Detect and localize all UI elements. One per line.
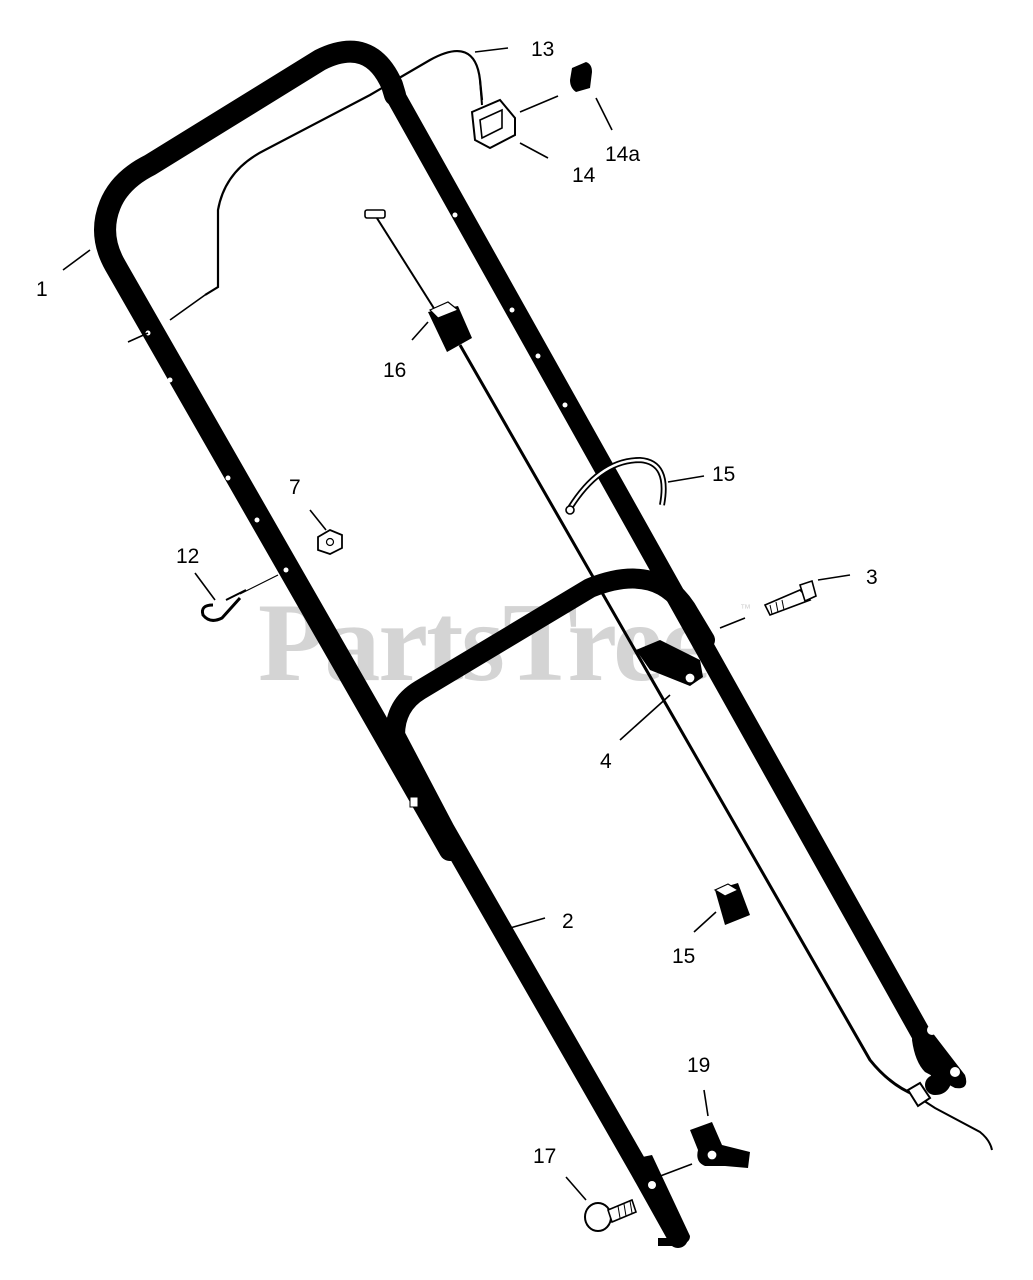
part-14a-pad — [570, 62, 592, 92]
watermark-trademark: ™ — [740, 603, 751, 615]
upper-handle — [94, 40, 967, 1095]
part-12-eye-bolt — [201, 574, 279, 622]
callout-17: 17 — [533, 1145, 556, 1168]
callout-15-upper: 15 — [712, 463, 735, 486]
part-13-cable-end — [479, 79, 483, 106]
part-3-bolt — [763, 579, 817, 617]
part-4-knob — [636, 640, 703, 686]
callout-3: 3 — [866, 566, 878, 589]
callout-1: 1 — [36, 278, 48, 301]
callout-14a: 14a — [605, 143, 640, 166]
callout-12: 12 — [176, 545, 199, 568]
callout-2: 2 — [562, 910, 574, 933]
callout-4: 4 — [600, 750, 612, 773]
part-15-clip-upper — [565, 456, 667, 515]
callout-13: 13 — [531, 38, 554, 61]
control-cable — [169, 50, 993, 1151]
part-15-clip-lower — [713, 883, 750, 925]
leader-lines — [62, 47, 851, 1201]
part-7-nut — [317, 528, 343, 555]
callout-15-lower: 15 — [672, 945, 695, 968]
part-14-bracket — [470, 98, 516, 150]
callout-19: 19 — [687, 1054, 710, 1077]
part-16-cable-tie — [364, 209, 472, 352]
callout-7: 7 — [289, 476, 301, 499]
callout-14: 14 — [572, 164, 596, 187]
part-17-carriage-bolt — [584, 1198, 637, 1232]
lower-handle — [378, 568, 715, 1248]
part-19-wing-nut — [690, 1122, 750, 1168]
callout-16: 16 — [383, 359, 406, 382]
callouts: 1 2 3 4 7 12 13 14 14a 15 15 16 17 19 — [36, 38, 878, 1168]
